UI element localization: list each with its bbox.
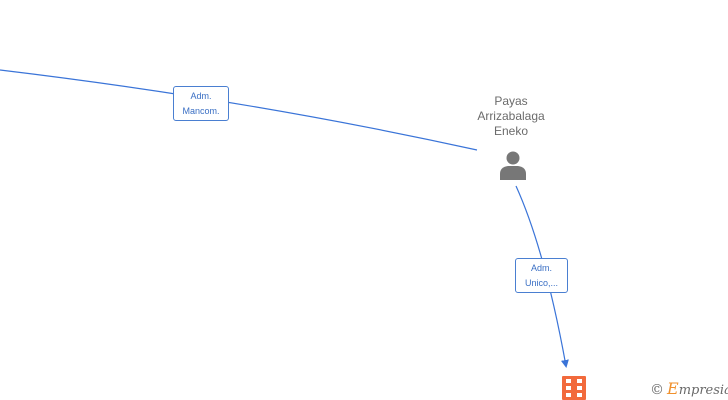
- person-name-line: Arrizabalaga: [477, 109, 545, 123]
- brand-initial: E: [667, 379, 679, 398]
- edge-line-adm-mancom: [0, 69, 478, 151]
- person-node-name[interactable]: Payas Arrizabalaga Eneko: [458, 94, 564, 139]
- edge-label-line: Adm.: [530, 263, 552, 273]
- empresia-watermark: ©Empresia: [650, 379, 728, 398]
- edge-label-line: Adm.: [190, 91, 212, 101]
- building-icon[interactable]: [562, 376, 586, 400]
- edge-label-line: Mancom.: [182, 106, 220, 116]
- edge-label-adm-mancom[interactable]: Adm. Mancom.: [173, 86, 229, 121]
- copyright-symbol: ©: [650, 382, 664, 398]
- edge-label-adm-unico[interactable]: Adm. Unico,...: [515, 258, 568, 293]
- person-name-line: Payas: [494, 94, 528, 108]
- person-name-line: Eneko: [493, 124, 529, 138]
- edge-label-line: Unico,...: [524, 278, 558, 288]
- brand-name: mpresia: [678, 383, 728, 398]
- person-icon[interactable]: [498, 150, 528, 180]
